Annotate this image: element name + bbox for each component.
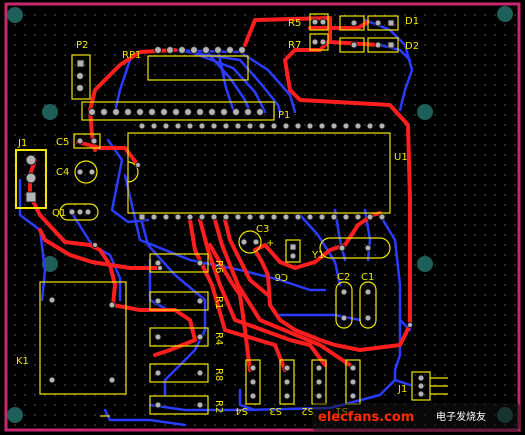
p1-outline: [81, 101, 275, 121]
r2-outline: [149, 395, 209, 415]
label-s2: S2: [301, 405, 314, 416]
c2-outline: [335, 281, 353, 329]
label-c6: C6: [275, 271, 288, 282]
label-s4: S4: [235, 405, 248, 416]
label-d2: D2: [405, 41, 419, 52]
label-d1: D1: [405, 16, 419, 27]
watermark-subtext: 电子发烧友: [436, 410, 486, 423]
c4-outline: [74, 160, 98, 184]
watermark-text: elecfans.com: [318, 410, 414, 425]
label-r1: R1: [213, 296, 224, 309]
silkscreen: [15, 13, 448, 417]
label-j1-top: J1: [17, 138, 27, 149]
label-c2: C2: [337, 272, 350, 283]
d1-outline: [367, 15, 399, 31]
r1-outline: [149, 291, 209, 311]
label-rp1: RP1: [122, 50, 141, 61]
label-r4: R4: [213, 332, 224, 345]
k1-relay-outline: [39, 281, 127, 395]
d2-outline: [367, 37, 399, 53]
label-c3: C3: [256, 224, 269, 235]
label-c4: C4: [56, 167, 69, 178]
label-r6: R6: [213, 260, 224, 273]
s4-outline: [245, 359, 261, 405]
j1-connector-outline: [15, 149, 47, 209]
label-k1: K1: [16, 356, 29, 367]
r7-outline: [309, 33, 329, 51]
label-r5: R5: [288, 18, 301, 29]
q1-outline: [59, 203, 99, 221]
c3-outline: [238, 230, 262, 254]
label-plus: +: [266, 238, 274, 249]
c1-outline: [359, 281, 377, 329]
label-r7: R7: [288, 40, 301, 51]
label-u1: U1: [394, 152, 408, 163]
label-q1: Q1: [52, 208, 66, 219]
label-r2: R2: [213, 400, 224, 413]
y1-crystal-outline: [319, 237, 391, 259]
r5-outline: [309, 13, 329, 31]
component-pads: [25, 18, 425, 409]
label-p2: P2: [76, 40, 88, 51]
u1-outline: [127, 132, 391, 214]
c5-outline: [73, 133, 101, 149]
label-r8: R8: [213, 368, 224, 381]
label-s3: S3: [269, 405, 282, 416]
watermark: elecfans.com 电子发烧友: [312, 403, 520, 431]
label-c1: C1: [361, 272, 374, 283]
r8-outline: [149, 363, 209, 383]
p2-outline: [71, 54, 91, 100]
label-j1-bottom: J1: [397, 384, 407, 395]
rp1-outline: [147, 55, 249, 81]
label-y1: Y1: [311, 250, 324, 261]
r4-outline: [149, 327, 209, 347]
bottom-layer-traces: [18, 18, 414, 427]
c6-outline: [285, 239, 301, 263]
s3-outline: [279, 359, 295, 405]
label-p1: P1: [278, 110, 290, 121]
board-outline: [4, 2, 521, 432]
r6-outline: [149, 253, 209, 273]
label-c5: C5: [56, 137, 69, 148]
